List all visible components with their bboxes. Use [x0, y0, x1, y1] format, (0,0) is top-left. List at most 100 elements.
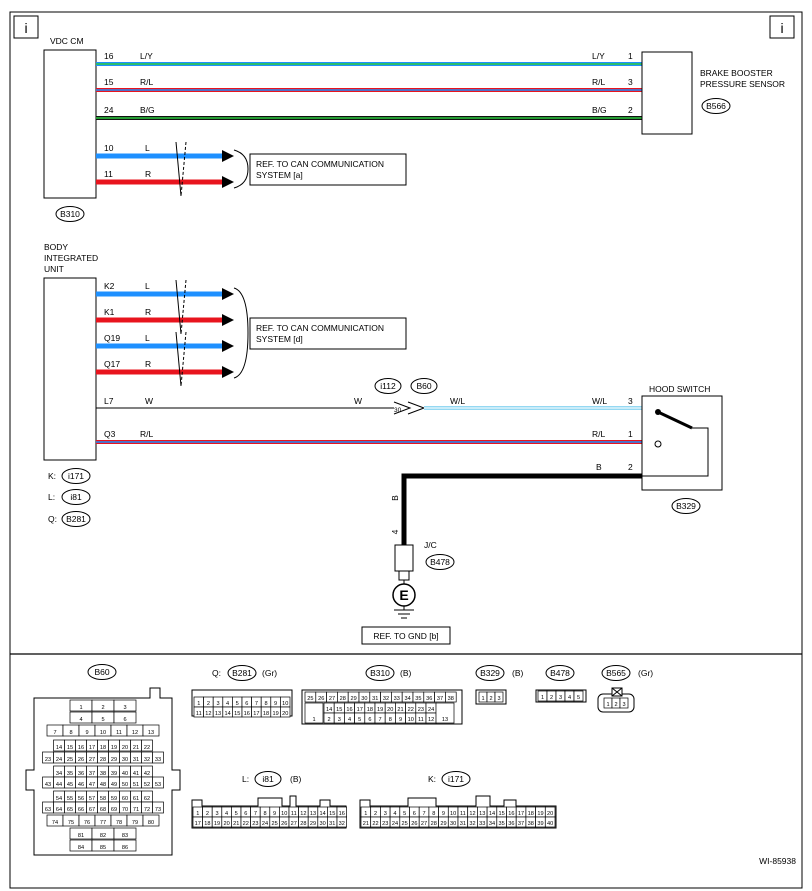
b60-pin-42: 42 — [144, 771, 150, 777]
i171-pin-14: 14 — [489, 811, 495, 817]
b60-pin-40: 40 — [122, 771, 128, 777]
vdc-can-arrow-0 — [222, 150, 234, 162]
b60-pin-79: 79 — [132, 820, 138, 826]
i171-pin-7: 7 — [422, 811, 425, 817]
jc-body — [394, 544, 414, 572]
sensor-title-1: BRAKE BOOSTER — [700, 68, 773, 78]
b281-pin-16: 16 — [244, 711, 250, 717]
biu-can-pin-0: K2 — [104, 281, 115, 291]
sensor-connector-badge-outline — [701, 98, 731, 114]
vdc-wire-pin-2: 24 — [104, 105, 114, 115]
b60-pin-86-cell — [113, 839, 137, 852]
b60-pin-37: 37 — [89, 771, 95, 777]
b60-pin-6: 6 — [123, 717, 126, 723]
b478-pin-5: 5 — [577, 695, 580, 701]
i81-pin-17: 17 — [195, 821, 201, 827]
b60-pin-82: 82 — [100, 833, 106, 839]
b60-pin-53: 53 — [155, 782, 161, 788]
b565-pin-1: 1 — [606, 702, 609, 708]
b281-pin-9: 9 — [274, 701, 277, 707]
biu-can-twist-2-dash — [180, 331, 187, 387]
biu-can-code-0: L — [145, 281, 150, 291]
biu-title-1: BODY — [44, 242, 68, 252]
i81-pin-29: 29 — [310, 821, 316, 827]
b60-pin-55: 55 — [67, 796, 73, 802]
i171-pin-9: 9 — [442, 811, 445, 817]
hood-switch-contact-bottom — [654, 440, 662, 448]
vdc-connector-badge: B310 — [60, 209, 80, 219]
hood-switch-internal — [642, 427, 709, 477]
b60-pin-26: 26 — [78, 757, 84, 763]
biu-connector-badge-1-outline — [61, 489, 91, 505]
i81-pin-1: 1 — [196, 811, 199, 817]
b60-pin-74: 74 — [52, 820, 58, 826]
b310-pin-16: 16 — [346, 707, 352, 713]
b60-pin-1: 1 — [79, 705, 82, 711]
b60-pin-13-cell — [142, 724, 160, 737]
b60-pin-21: 21 — [133, 745, 139, 751]
b60-pin-33-cell — [152, 751, 164, 764]
b60-pin-57: 57 — [89, 796, 95, 802]
b310-pin-19: 19 — [377, 707, 383, 713]
b281-pin-10: 10 — [282, 701, 288, 707]
b60-pin-51: 51 — [133, 782, 139, 788]
b60-pin-15: 15 — [67, 745, 73, 751]
b60-pin-62: 62 — [144, 796, 150, 802]
b310-pin-10: 10 — [408, 717, 414, 723]
q3-far-pin: 1 — [628, 429, 633, 439]
biu-can-code-1: R — [145, 307, 151, 317]
i171-pin-12: 12 — [469, 811, 475, 817]
gnd-wire-vcode: B — [390, 495, 400, 501]
l7-code3: W/L — [450, 396, 465, 406]
b565-badge: B565 — [606, 668, 626, 678]
vdc-can-ref-2: SYSTEM [a] — [256, 170, 303, 180]
vdc-can-twist-solid — [175, 141, 182, 197]
b310-pin-28: 28 — [340, 696, 346, 702]
i171-pin-27: 27 — [421, 821, 427, 827]
i171-pin-38: 38 — [528, 821, 534, 827]
vdc-can-twist-dash — [180, 141, 187, 197]
brake-booster-sensor-box — [641, 51, 693, 135]
vdc-can-arrow-1 — [222, 176, 234, 188]
b281-pin-4: 4 — [226, 701, 229, 707]
b60-pin-81: 81 — [78, 833, 84, 839]
i171-prefix: K: — [428, 774, 436, 784]
b60-pin-69: 69 — [111, 807, 117, 813]
i171-badge: i171 — [448, 774, 464, 784]
b60-pin-78: 78 — [116, 820, 122, 826]
vdc-wire-pin-1: 15 — [104, 77, 114, 87]
vdc-can-ref-box — [249, 153, 407, 186]
b310-badge: B310 — [370, 668, 390, 678]
i171-pin-1: 1 — [364, 811, 367, 817]
b281-pin-17: 17 — [253, 711, 259, 717]
b60-pin-65: 65 — [67, 807, 73, 813]
b60-pin-73-cell — [152, 801, 164, 814]
b60-pin-53-cell — [152, 776, 164, 789]
i171-pin-6: 6 — [413, 811, 416, 817]
b329-badge: B329 — [480, 668, 500, 678]
vdc-can-code-1: R — [145, 169, 151, 179]
b310-pin-33: 33 — [394, 696, 400, 702]
b281-badge-outline — [227, 665, 257, 681]
i171-pin-22: 22 — [372, 821, 378, 827]
b310-pin-18: 18 — [367, 707, 373, 713]
joint-left-badge-outline — [374, 378, 402, 394]
b60-pin-80: 80 — [148, 820, 154, 826]
l7-code2: W — [354, 396, 362, 406]
i171-pin-16: 16 — [508, 811, 514, 817]
b281-pin-2: 2 — [207, 701, 210, 707]
biu-title-3: UNIT — [44, 264, 64, 274]
b310-pin-21: 21 — [397, 707, 403, 713]
i81-pin-14: 14 — [319, 811, 325, 817]
biu-can-ref-1: REF. TO CAN COMMUNICATION — [256, 323, 384, 333]
b60-pin-3: 3 — [123, 705, 126, 711]
b329-badge-outline — [475, 665, 505, 681]
b281-pin-7: 7 — [255, 701, 258, 707]
b281-pin-6: 6 — [245, 701, 248, 707]
b60-pin-45: 45 — [67, 782, 73, 788]
ground-ref: REF. TO GND [b] — [373, 631, 438, 641]
b60-pin-22: 22 — [144, 745, 150, 751]
i171-pin-32: 32 — [469, 821, 475, 827]
b60-pin-18: 18 — [100, 745, 106, 751]
